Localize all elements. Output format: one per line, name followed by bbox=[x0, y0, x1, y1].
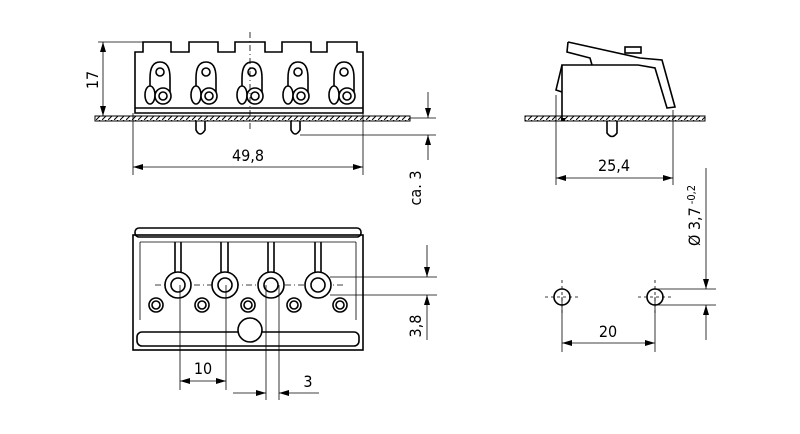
row-offset-dimension: 3,8 bbox=[406, 315, 425, 338]
diameter-dimension: Ø 3,7 -0,2 bbox=[685, 185, 704, 246]
height-dimension: 17 bbox=[83, 71, 102, 89]
test-holes bbox=[148, 297, 348, 313]
mounting-plate bbox=[94, 115, 411, 122]
side-body bbox=[561, 64, 638, 118]
diameter-tolerance: -0,2 bbox=[685, 185, 698, 204]
mounting-clip-left bbox=[195, 121, 206, 135]
release-lever bbox=[567, 41, 677, 109]
hole-pattern: 20 Ø 3,7 -0,2 bbox=[545, 168, 716, 352]
terminal-clamps bbox=[144, 61, 356, 105]
pitch-dimension: 10 bbox=[194, 359, 212, 378]
top-ridges bbox=[134, 227, 362, 238]
front-view: 17 49,8 ca. 3 bbox=[83, 32, 436, 206]
depth-dimension: 25,4 bbox=[598, 156, 630, 175]
compartment-walls bbox=[139, 241, 357, 320]
offset-dimension: 3 bbox=[303, 372, 312, 391]
mounting-plate-side bbox=[524, 115, 706, 122]
contact-openings bbox=[164, 271, 332, 299]
clip-depth-dimension: ca. 3 bbox=[406, 170, 425, 205]
bottom-view: 3,8 10 3 bbox=[132, 227, 437, 400]
spacing-dimension: 20 bbox=[599, 322, 617, 341]
diameter-value: Ø 3,7 bbox=[685, 207, 704, 246]
terminal-body bbox=[134, 41, 364, 114]
mounting-clip-right bbox=[290, 121, 301, 135]
width-dimension: 49,8 bbox=[232, 146, 264, 165]
mounting-peg bbox=[237, 317, 263, 343]
bottom-body bbox=[132, 234, 364, 351]
side-clip bbox=[606, 121, 618, 138]
side-view: 25,4 bbox=[524, 41, 706, 185]
